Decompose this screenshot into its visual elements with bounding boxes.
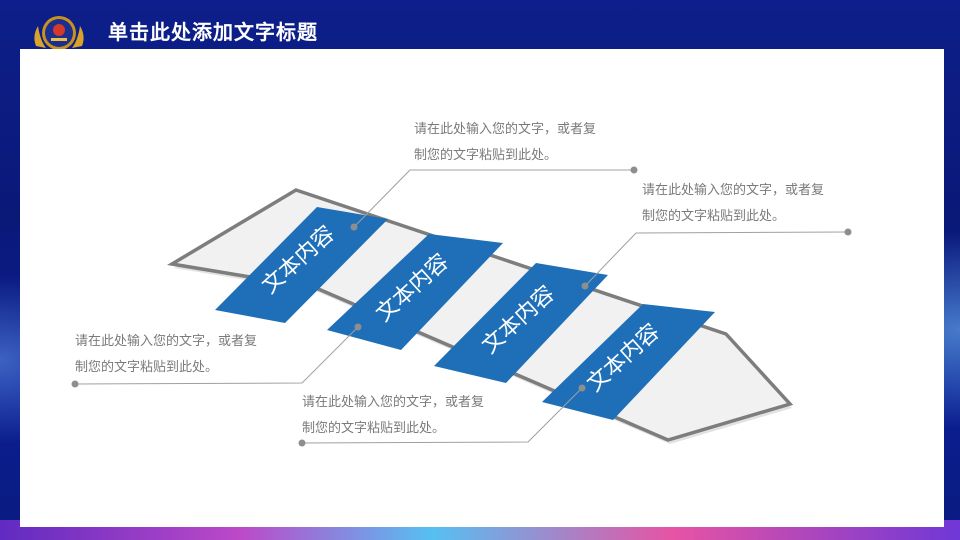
note-3-line-2: 制您的文字粘贴到此处。: [75, 360, 219, 375]
leader-dot: [354, 323, 362, 331]
slide-title[interactable]: 单击此处添加文字标题: [108, 20, 318, 44]
leader-line-1: [353, 169, 634, 228]
note-2-line-1: 请在此处输入您的文字，或者复: [642, 183, 825, 198]
note-2[interactable]: 请在此处输入您的文字，或者复 制您的文字粘贴到此处。: [642, 178, 824, 230]
note-2-line-2: 制您的文字粘贴到此处。: [642, 209, 786, 224]
leader-dot: [298, 439, 306, 447]
note-1-line-1: 请在此处输入您的文字，或者复: [414, 122, 597, 137]
note-3-line-1: 请在此处输入您的文字，或者复: [75, 334, 258, 349]
leader-line-3: [74, 326, 359, 385]
leader-dot: [844, 228, 852, 236]
leader-dot: [581, 282, 589, 290]
stripe-2[interactable]: [327, 234, 503, 350]
note-3[interactable]: 请在此处输入您的文字，或者复 制您的文字粘贴到此处。: [75, 329, 257, 381]
note-4-line-2: 制您的文字粘贴到此处。: [302, 421, 446, 436]
note-4[interactable]: 请在此处输入您的文字，或者复 制您的文字粘贴到此处。: [302, 390, 484, 442]
leader-dot: [71, 380, 79, 388]
stripe-3[interactable]: [434, 263, 608, 383]
note-4-line-1: 请在此处输入您的文字，或者复: [302, 395, 485, 410]
note-1[interactable]: 请在此处输入您的文字，或者复 制您的文字粘贴到此处。: [414, 117, 596, 169]
leader-dot: [630, 166, 638, 174]
note-1-line-2: 制您的文字粘贴到此处。: [414, 148, 558, 163]
leader-dot: [578, 384, 586, 392]
stripe-1[interactable]: [215, 207, 388, 323]
leader-line-2: [584, 231, 849, 287]
leader-line-4: [301, 387, 583, 444]
stripe-4[interactable]: [542, 304, 715, 420]
leader-dot: [350, 223, 358, 231]
